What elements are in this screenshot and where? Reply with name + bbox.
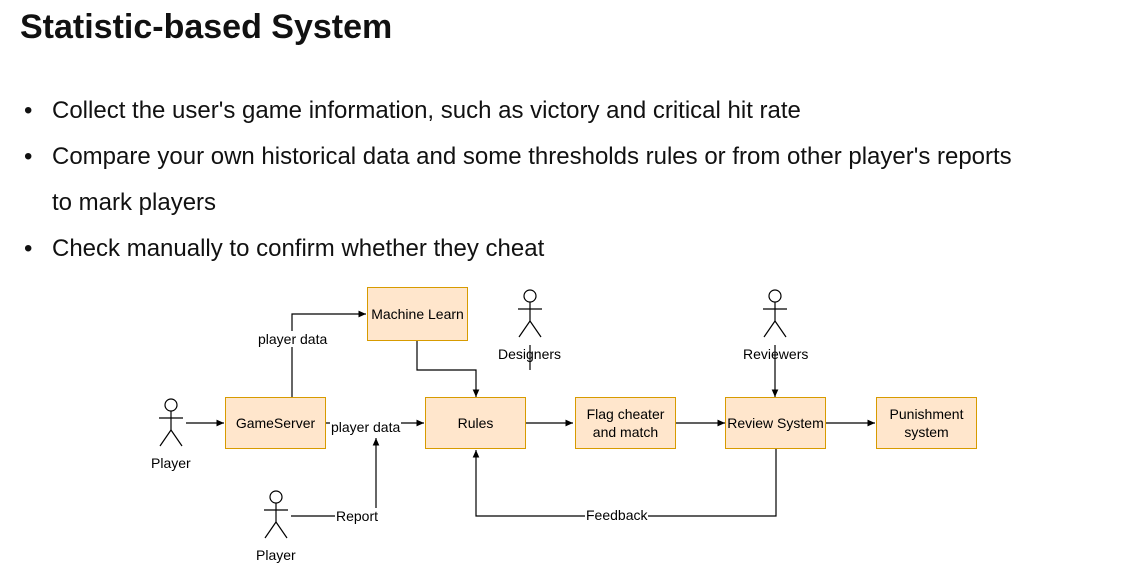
designer-actor-icon bbox=[518, 289, 542, 338]
bullet-dot-icon: • bbox=[24, 143, 33, 170]
punish-line-2: system bbox=[904, 424, 949, 440]
punishment-system-box: Punishment system bbox=[876, 397, 977, 449]
bullet-continuation: to mark players bbox=[22, 180, 1122, 226]
bullet-dot-icon: • bbox=[24, 235, 33, 262]
bullet-list: • Collect the user's game information, s… bbox=[22, 88, 1122, 272]
actor-label-reviewers: Reviewers bbox=[743, 346, 809, 362]
edge-feedback bbox=[472, 449, 777, 517]
edge-label-report: Report bbox=[335, 508, 380, 524]
review-system-label: Review System bbox=[727, 415, 824, 431]
flag-cheater-label: Flag cheater and match bbox=[587, 405, 665, 441]
actor-label-player: Player bbox=[256, 547, 296, 563]
flag-cheater-box: Flag cheater and match bbox=[575, 397, 676, 449]
review-system-box: Review System bbox=[725, 397, 826, 449]
bullet-text: Check manually to confirm whether they c… bbox=[52, 235, 545, 262]
edge-gameserver-ml bbox=[291, 310, 366, 397]
punish-line-1: Punishment bbox=[889, 406, 964, 422]
flag-line-2: and match bbox=[592, 424, 659, 440]
player-actor-icon bbox=[264, 490, 288, 539]
bullet-text: to mark players bbox=[52, 189, 217, 216]
rules-label: Rules bbox=[457, 415, 494, 431]
bullet-dot-icon: • bbox=[24, 97, 33, 124]
edge-ml-rules bbox=[416, 341, 480, 397]
reviewer-actor-icon bbox=[763, 289, 787, 338]
edge-label-player-data-top: player data bbox=[257, 331, 329, 347]
edge-label-feedback: Feedback bbox=[585, 507, 649, 523]
bullet-item: • Check manually to confirm whether they… bbox=[22, 226, 1122, 272]
edge-report bbox=[291, 438, 380, 517]
punishment-label: Punishment system bbox=[890, 405, 964, 441]
bullet-text: Collect the user's game information, suc… bbox=[52, 97, 801, 124]
gameserver-label: GameServer bbox=[235, 415, 316, 431]
bullet-item: • Compare your own historical data and s… bbox=[22, 134, 1122, 180]
actor-label-designers: Designers bbox=[498, 346, 562, 362]
slide-title: Statistic-based System bbox=[20, 8, 393, 46]
flag-line-1: Flag cheater bbox=[586, 406, 665, 422]
rules-box: Rules bbox=[425, 397, 526, 449]
machine-learn-box: Machine Learn bbox=[367, 287, 468, 341]
gameserver-box: GameServer bbox=[225, 397, 326, 449]
actor-label-player: Player bbox=[151, 455, 191, 471]
bullet-item: • Collect the user's game information, s… bbox=[22, 88, 1122, 134]
player-actor-icon bbox=[159, 398, 183, 447]
bullet-text: Compare your own historical data and som… bbox=[52, 143, 1012, 170]
machine-learn-label: Machine Learn bbox=[371, 306, 464, 322]
edge-label-player-data-mid: player data bbox=[330, 419, 402, 435]
